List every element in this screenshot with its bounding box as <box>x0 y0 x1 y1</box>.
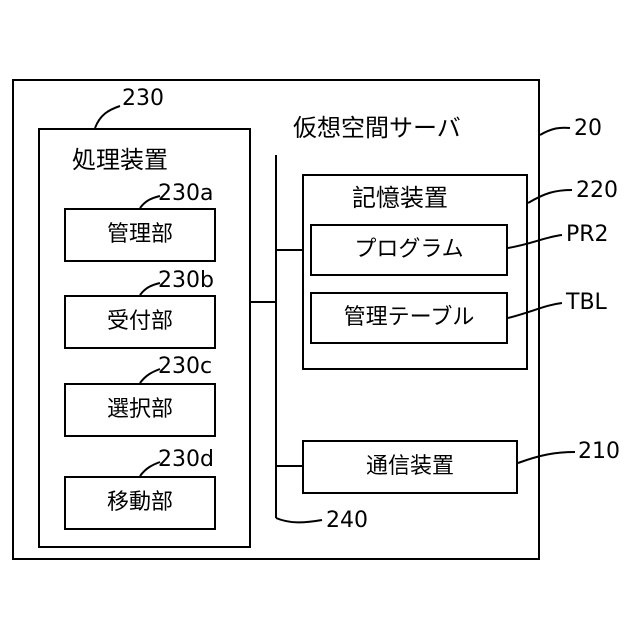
management-table-label: 管理テーブル <box>344 307 475 329</box>
reception-unit-label: 受付部 <box>107 311 173 333</box>
storage-title: 記憶装置 <box>352 186 448 210</box>
reception-unit-box: 受付部 <box>64 295 216 349</box>
selection-unit-label: 選択部 <box>107 399 173 421</box>
processing-title: 処理装置 <box>72 148 168 172</box>
communication-box: 通信装置 <box>302 440 518 494</box>
leader-20 <box>540 128 570 135</box>
bus-ref: 240 <box>326 510 368 532</box>
movement-unit-label: 移動部 <box>107 492 173 514</box>
server-ref: 20 <box>574 118 602 140</box>
movement-unit-box: 移動部 <box>64 476 216 530</box>
program-label: プログラム <box>354 239 463 261</box>
processing-ref: 230 <box>122 88 164 110</box>
management-unit-label: 管理部 <box>107 224 173 246</box>
management-unit-box: 管理部 <box>64 208 216 262</box>
communication-label: 通信装置 <box>366 456 454 478</box>
communication-ref: 210 <box>578 441 620 463</box>
management-table-ref: TBL <box>566 292 607 314</box>
management-table-box: 管理テーブル <box>310 292 508 344</box>
server-title: 仮想空間サーバ <box>293 116 461 140</box>
unit-ref-230c: 230c <box>158 356 212 378</box>
selection-unit-box: 選択部 <box>64 383 216 437</box>
unit-ref-230a: 230a <box>158 183 213 205</box>
unit-ref-230d: 230d <box>158 449 214 471</box>
program-box: プログラム <box>310 224 508 276</box>
unit-ref-230b: 230b <box>158 270 214 292</box>
storage-ref: 220 <box>576 180 618 202</box>
program-ref: PR2 <box>566 224 609 246</box>
